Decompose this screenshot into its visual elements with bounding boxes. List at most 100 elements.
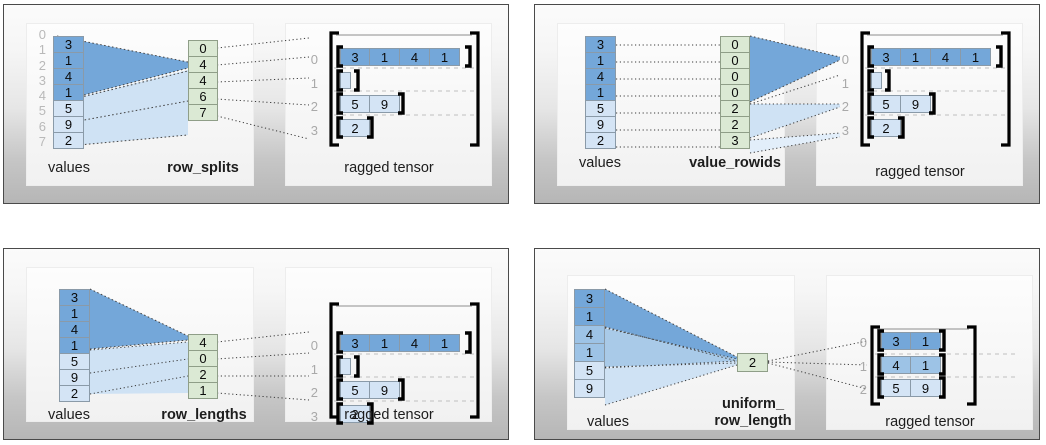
ragged-value: 9	[369, 95, 400, 113]
value-cell: 2	[59, 385, 90, 402]
ragged-value: 1	[910, 356, 941, 374]
ragged-value: 2	[340, 405, 370, 423]
value-cell: 1	[585, 84, 616, 101]
value-rowids-cell: 0	[720, 52, 750, 69]
ragged-tensor-label: ragged tensor	[344, 407, 434, 423]
ragged-row: 5 9	[871, 95, 931, 113]
value-index: 2	[38, 57, 46, 73]
ragged-row-index: 2	[841, 99, 849, 114]
connector-graphics	[89, 288, 480, 419]
ragged-value: 4	[399, 48, 430, 66]
ragged-tensor-label: ragged tensor	[344, 160, 434, 176]
value-cell: 2	[585, 132, 616, 149]
encoding-label-line2: row_length	[714, 413, 792, 429]
encoding-label: row_lengths	[161, 407, 247, 423]
ragged-row-brackets	[336, 331, 472, 425]
ragged-value: 2	[340, 119, 370, 137]
ragged-row: 2	[340, 405, 370, 423]
ragged-row: 2	[871, 119, 901, 137]
row-lengths-cell: 1	[188, 382, 218, 399]
panel-row-splits: 0 1 2 3 4 5 6 7 3 1 4 1 5 9 2 0 4 4 6 7	[3, 4, 509, 204]
ragged-row-index: 0	[310, 338, 318, 353]
encoding-label-line1: uniform_	[721, 396, 785, 412]
ragged-row: 3 1 4 1	[340, 48, 460, 66]
ragged-value: 9	[910, 379, 941, 397]
ragged-row: 5 9	[881, 379, 941, 397]
ragged-row-empty	[340, 358, 351, 375]
ragged-value-placeholder	[340, 358, 351, 375]
values-column: 3 1 4 1 5 9 2	[585, 36, 616, 149]
row-splits-cell: 7	[188, 104, 218, 121]
values-index-column: 0 1 2 3 4 5 6 7	[34, 28, 46, 148]
value-index: 3	[38, 72, 46, 88]
ragged-value: 1	[429, 334, 460, 352]
ragged-row-empty	[340, 72, 351, 89]
value-index: 7	[38, 133, 46, 149]
ragged-row-brackets	[336, 45, 472, 139]
value-index: 1	[38, 42, 46, 58]
value-index: 4	[38, 88, 46, 104]
ragged-value: 1	[429, 48, 460, 66]
ragged-row-brackets	[877, 329, 946, 399]
values-column: 3 1 4 1 5 9 2	[53, 36, 84, 149]
panel-uniform-row-length: 3 1 4 1 5 9 2 0 1 2 3 1 4 1 5 9	[534, 248, 1040, 440]
ragged-row-index: 2	[310, 99, 318, 114]
value-cell: 9	[574, 379, 605, 398]
ragged-value: 3	[881, 332, 911, 350]
ragged-value: 1	[960, 48, 991, 66]
values-label: values	[587, 414, 629, 430]
uniform-row-length-cell: 2	[737, 353, 768, 372]
connector-graphics	[604, 288, 1015, 406]
ragged-row: 4 1	[881, 356, 941, 374]
value-index: 5	[38, 103, 46, 119]
ragged-value: 5	[340, 95, 370, 113]
ragged-row-index: 2	[310, 385, 318, 400]
panel-value-rowids: 3 1 4 1 5 9 2 0 0 0 0 2 2 3 0 1 2 3 3 1 …	[534, 4, 1040, 204]
values-label: values	[48, 160, 90, 176]
ragged-row: 3 1	[881, 332, 941, 350]
connector-graphics	[616, 31, 1011, 154]
ragged-row: 5 9	[340, 95, 400, 113]
value-rowids-column: 0 0 0 0 2 2 3	[720, 36, 750, 149]
ragged-row-brackets	[867, 45, 1003, 139]
value-rowids-cell: 3	[720, 132, 750, 149]
ragged-row-index: 3	[310, 409, 318, 424]
ragged-value-placeholder	[340, 72, 351, 89]
ragged-row: 3 1 4 1	[340, 334, 460, 352]
ragged-row-index: 1	[310, 362, 318, 377]
ragged-value-placeholder	[871, 72, 882, 89]
ragged-row-index: 0	[859, 335, 867, 350]
ragged-value: 9	[369, 381, 400, 399]
ragged-row-index: 3	[841, 123, 849, 138]
value-cell: 1	[574, 343, 605, 362]
ragged-row: 3 1 4 1	[871, 48, 991, 66]
row-lengths-column: 4 0 2 1	[188, 334, 218, 399]
encoding-label: value_rowids	[689, 155, 781, 171]
row-splits-column: 0 4 4 6 7	[188, 40, 218, 121]
values-label: values	[579, 155, 621, 171]
ragged-value: 1	[369, 334, 400, 352]
ragged-tensor-label: ragged tensor	[885, 414, 975, 430]
value-index: 6	[38, 118, 46, 134]
value-index: 0	[38, 27, 46, 42]
ragged-row-index: 2	[859, 382, 867, 397]
ragged-row-index: 1	[859, 359, 867, 374]
value-cell: 4	[59, 321, 90, 338]
ragged-row-empty	[871, 72, 882, 89]
panel-row-lengths: 3 1 4 1 5 9 2 4 0 2 1 0 1 2 3 3 1 4 1 5	[3, 248, 509, 440]
ragged-value: 9	[900, 95, 931, 113]
ragged-row: 2	[340, 119, 370, 137]
encoding-label: row_splits	[167, 160, 239, 176]
value-cell: 2	[53, 132, 84, 149]
value-cell: 1	[574, 307, 605, 326]
ragged-row-index: 1	[841, 76, 849, 91]
ragged-row-index: 3	[310, 123, 318, 138]
ragged-value: 3	[340, 334, 370, 352]
values-column: 3 1 4 1 5 9	[574, 289, 605, 398]
ragged-row: 5 9	[340, 381, 400, 399]
ragged-row-index: 0	[310, 52, 318, 67]
ragged-value: 2	[871, 119, 901, 137]
ragged-row-index: 0	[841, 52, 849, 67]
values-column: 3 1 4 1 5 9 2	[59, 289, 90, 402]
